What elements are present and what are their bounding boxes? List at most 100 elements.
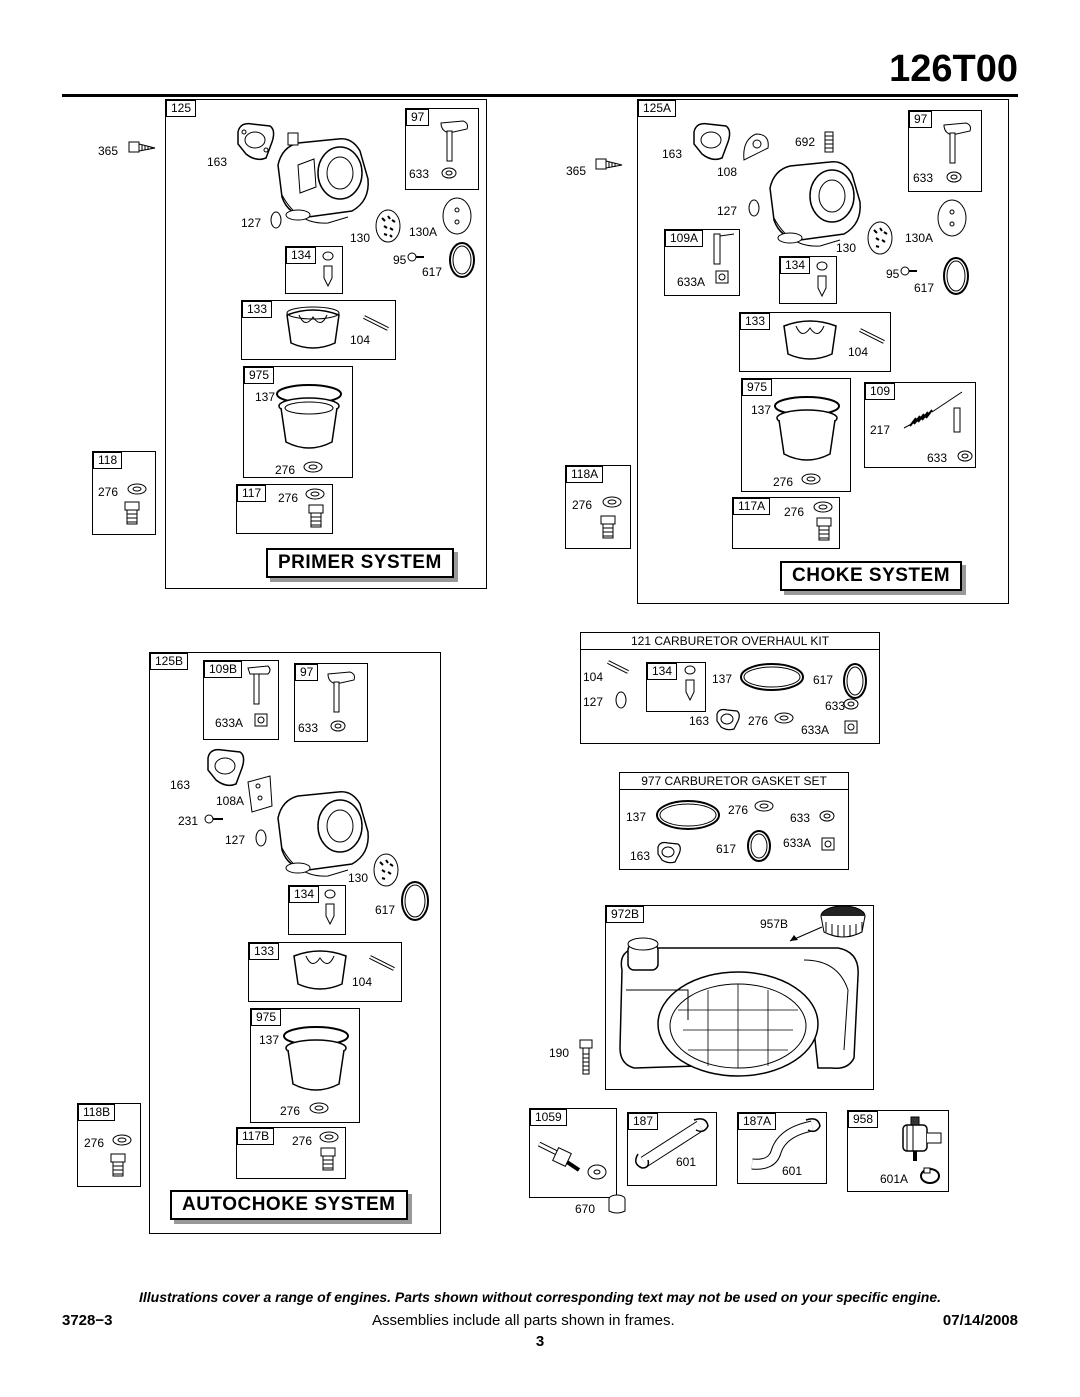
part-label-276: 276 [748,714,769,728]
part-label-633: 633 [409,167,430,181]
choke-plate-icon [937,199,967,237]
float-pin-icon [369,955,395,971]
spring-icon [824,131,834,153]
part-label-601-b: 601 [782,1164,803,1178]
throttle-plate-icon [375,209,401,243]
gasket-icon [693,122,731,161]
part-label-133: 133 [242,301,273,318]
washer-icon [309,1102,329,1114]
part-label-137: 137 [626,810,647,824]
part-label-276-c: 276 [84,1136,105,1150]
float-pin-icon [859,328,885,344]
seal-icon [441,167,457,179]
part-label-134: 134 [286,247,317,264]
o-ring-icon [401,881,429,921]
part-label-95: 95 [393,253,407,267]
arrow-icon [789,926,823,942]
bowl-nut-icon [110,1153,126,1177]
throttle-shaft-icon [327,671,355,713]
part-label-692: 692 [795,135,816,149]
part-label-97: 97 [406,109,430,126]
bowl-nut-icon [320,1147,336,1171]
part-label-109B: 109B [204,661,243,678]
seal-icon [330,720,346,732]
part-label-633: 633 [790,811,811,825]
part-label-137: 137 [259,1033,280,1047]
part-label-633A: 633A [677,275,706,289]
part-label-133: 133 [249,943,280,960]
seal-icon [715,270,729,284]
part-label-108: 108 [717,165,738,179]
bowl-nut-icon [816,517,832,541]
document-date: 07/14/2008 [942,1312,1018,1329]
throttle-plate-icon [373,853,399,887]
part-label-127: 127 [583,695,604,709]
part-label-601: 601 [676,1155,697,1169]
part-label-231: 231 [178,814,199,828]
part-label-187A: 187A [738,1113,777,1130]
part-label-104: 104 [848,345,869,359]
needle-valve-icon [816,261,828,298]
seal-icon [254,713,268,727]
pin-icon [270,211,282,229]
bushing-icon [608,1194,626,1214]
o-ring-icon [449,242,475,278]
svg-text:• • •: • • • [832,915,844,922]
part-label-109A: 109A [665,230,704,247]
part-label-276: 276 [773,475,794,489]
fuel-line-bent-icon [751,1118,821,1170]
washer-icon [112,1134,132,1146]
bowl-nut-icon [308,504,324,528]
part-label-127: 127 [225,833,246,847]
page-number: 3 [535,1333,545,1350]
needle-valve-icon [684,665,696,702]
stud-icon [537,1141,607,1180]
part-label-130A: 130A [905,231,934,245]
part-label-276: 276 [728,803,749,817]
screw-small-icon [407,252,424,262]
part-label-97: 97 [909,111,933,128]
o-ring-icon [656,800,720,830]
washer-icon [305,488,325,500]
choke-plate-icon [442,197,472,235]
fuel-cap-icon: • • • [820,905,866,938]
part-label-134: 134 [647,663,678,680]
part-label-975: 975 [244,367,275,384]
screw-small-icon [900,266,917,276]
part-label-276-b: 276 [278,491,299,505]
gasket-icon [657,841,681,864]
part-label-617: 617 [914,281,935,295]
part-label-633: 633 [825,699,846,713]
part-label-217: 217 [870,423,891,437]
choke-shaft-icon [247,665,271,705]
seal-icon [821,837,835,851]
seal-icon [844,720,858,734]
o-ring-icon [740,663,804,691]
part-label-276: 276 [275,463,296,477]
float-pin-icon [607,660,629,674]
throttle-shaft-icon [440,120,468,162]
part-label-670: 670 [575,1202,596,1216]
part-label-601A: 601A [880,1172,909,1186]
seal-icon [957,450,973,462]
part-label-975: 975 [251,1009,282,1026]
autochoke-system-title: AUTOCHOKE SYSTEM [170,1190,408,1220]
part-label-163: 163 [170,778,191,792]
part-label-163: 163 [630,849,651,863]
part-label-163: 163 [207,155,228,169]
part-label-972B: 972B [606,906,645,923]
part-label-108A: 108A [216,794,245,808]
part-label-633A: 633A [801,723,830,737]
part-label-633: 633 [298,721,319,735]
part-label-130: 130 [836,241,857,255]
part-label-133: 133 [740,313,771,330]
document-code: 3728−3 [62,1312,113,1329]
o-ring-icon [943,257,969,295]
part-label-365: 365 [98,144,119,158]
float-pin-icon [363,315,389,331]
part-label-190: 190 [549,1046,570,1060]
fuel-tank-icon [619,937,859,1077]
gasket-icon [237,122,275,161]
float-icon [286,306,340,349]
governor-spring-icon [903,391,963,433]
